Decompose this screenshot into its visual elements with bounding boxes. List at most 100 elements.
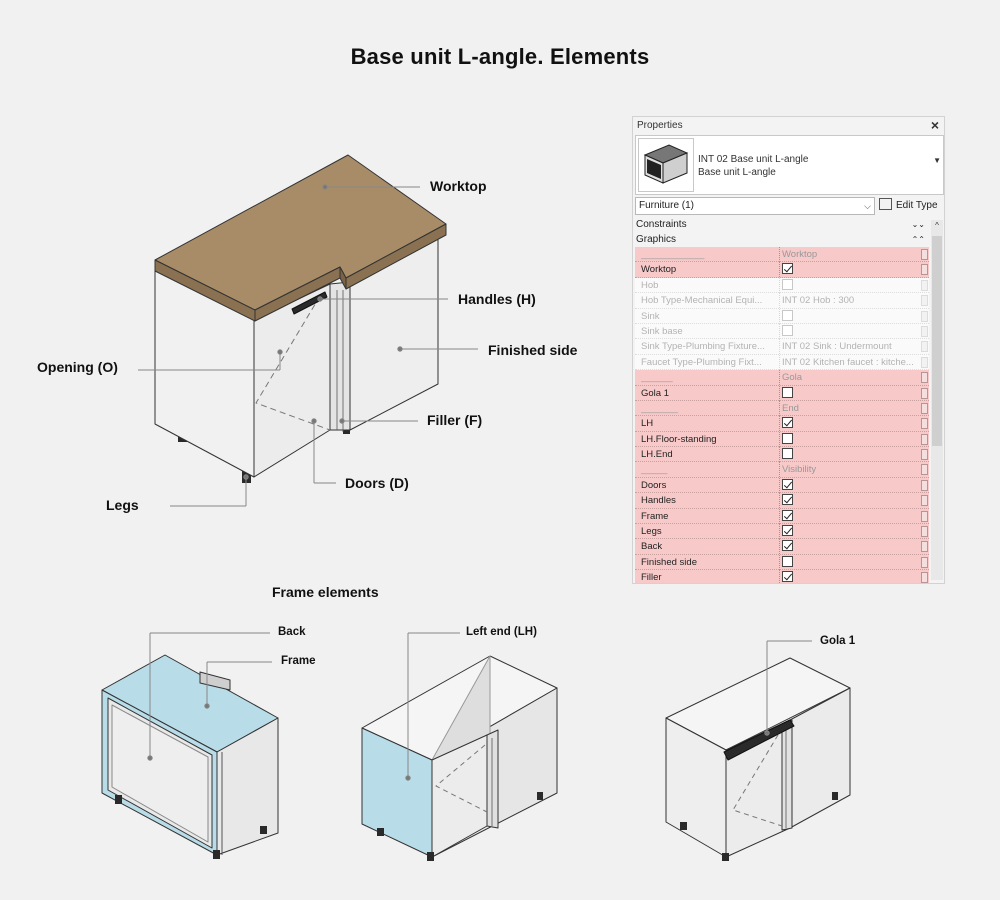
associate-parameter-button[interactable] (921, 526, 928, 538)
associate-parameter-button[interactable] (921, 541, 928, 553)
property-row[interactable]: Frame (635, 508, 929, 525)
associate-parameter-button[interactable] (921, 495, 928, 507)
associate-parameter-button[interactable] (921, 402, 928, 414)
associate-parameter-button[interactable] (921, 572, 928, 583)
property-row[interactable]: Legs (635, 524, 929, 540)
property-value[interactable] (779, 554, 919, 570)
property-group-row[interactable]: _______End (635, 400, 929, 417)
property-row[interactable]: Finished side (635, 554, 929, 571)
property-value[interactable] (779, 416, 919, 432)
property-checkbox[interactable] (782, 494, 793, 506)
property-value[interactable] (779, 477, 919, 493)
associate-parameter-button[interactable] (921, 341, 928, 353)
property-row[interactable]: Sink base (635, 323, 929, 340)
scrollbar-thumb[interactable] (932, 236, 942, 446)
property-checkbox[interactable] (782, 509, 793, 521)
property-checkbox[interactable] (782, 478, 793, 490)
associate-parameter-button[interactable] (921, 295, 928, 307)
property-checkbox[interactable] (782, 448, 793, 460)
edit-type-button[interactable]: Edit Type (879, 196, 943, 216)
category-graphics[interactable]: Graphics ⌃⌃ (635, 232, 927, 247)
property-value[interactable] (779, 570, 919, 583)
property-checkbox[interactable] (782, 417, 793, 429)
left-end-leaders (405, 632, 460, 781)
associate-parameter-button[interactable] (921, 372, 928, 384)
scroll-up-icon[interactable]: ^ (935, 221, 939, 230)
property-checkbox[interactable] (782, 555, 793, 567)
property-value[interactable] (779, 493, 919, 509)
property-value[interactable] (779, 277, 919, 293)
property-group-row[interactable]: ____________ Worktop (635, 247, 929, 263)
type-selector[interactable]: INT 02 Base unit L-angle Base unit L-ang… (635, 135, 944, 195)
property-row[interactable]: Sink Type-Plumbing Fixture...INT 02 Sink… (635, 339, 929, 355)
property-row[interactable]: Filler (635, 570, 929, 583)
close-icon[interactable]: × (930, 117, 940, 133)
property-value[interactable] (779, 539, 919, 555)
associate-parameter-button[interactable] (921, 264, 928, 276)
instance-filter-select[interactable]: Furniture (1) ⌵ (635, 197, 875, 215)
property-row[interactable]: Faucet Type-Plumbing Fixt...INT 02 Kitch… (635, 354, 929, 371)
associate-parameter-button[interactable] (921, 310, 928, 322)
associate-parameter-button[interactable] (921, 418, 928, 430)
property-checkbox[interactable] (782, 525, 793, 537)
property-value[interactable] (779, 508, 919, 524)
property-row[interactable]: Hob Type-Mechanical Equi...INT 02 Hob : … (635, 293, 929, 309)
category-constraints[interactable]: Constraints ⌄⌄ (635, 217, 927, 232)
property-checkbox[interactable] (782, 263, 793, 275)
associate-parameter-button[interactable] (921, 556, 928, 568)
associate-parameter-button[interactable] (921, 249, 928, 260)
property-name: ____________ (641, 249, 705, 260)
properties-header: Properties (637, 120, 683, 131)
property-value[interactable] (779, 431, 919, 447)
property-value[interactable] (779, 308, 919, 324)
property-value[interactable] (779, 385, 919, 401)
associate-parameter-button[interactable] (921, 279, 928, 291)
associate-parameter-button[interactable] (921, 433, 928, 445)
instance-filter-value: Furniture (1) (639, 200, 695, 211)
property-checkbox[interactable] (782, 309, 793, 321)
property-row[interactable]: LH.Floor-standing (635, 431, 929, 448)
type-thumbnail (638, 138, 694, 192)
property-checkbox[interactable] (782, 432, 793, 444)
property-checkbox[interactable] (782, 540, 793, 552)
associate-parameter-button[interactable] (921, 325, 928, 337)
associate-parameter-button[interactable] (921, 464, 928, 476)
properties-scrollbar[interactable]: ^ (931, 220, 943, 580)
property-row[interactable]: Doors (635, 477, 929, 494)
property-checkbox[interactable] (782, 324, 793, 336)
property-value[interactable] (779, 524, 919, 540)
label-opening: Opening (O) (37, 359, 118, 375)
property-checkbox[interactable] (782, 571, 793, 583)
associate-parameter-button[interactable] (921, 356, 928, 368)
dropdown-arrow-icon[interactable]: ▼ (933, 156, 941, 165)
associate-parameter-button[interactable] (921, 510, 928, 522)
property-name: _____ (641, 464, 668, 476)
property-row[interactable]: Hob (635, 277, 929, 294)
property-row[interactable]: Handles (635, 493, 929, 509)
property-checkbox[interactable] (782, 278, 793, 290)
main-leaders (138, 184, 478, 507)
label-frame: Frame (281, 655, 316, 667)
property-row[interactable]: Worktop (635, 262, 929, 278)
property-row[interactable]: Sink (635, 308, 929, 324)
property-row[interactable]: Back (635, 539, 929, 555)
property-name: Back (641, 541, 663, 553)
property-row[interactable]: Gola 1 (635, 385, 929, 401)
property-checkbox[interactable] (782, 386, 793, 398)
property-name: Worktop (641, 264, 677, 276)
property-row[interactable]: LH.End (635, 447, 929, 463)
property-value[interactable] (779, 323, 919, 339)
property-group-row[interactable]: _____Visibility (635, 462, 929, 478)
associate-parameter-button[interactable] (921, 449, 928, 461)
page-title: Base unit L-angle. Elements (350, 44, 650, 69)
label-gola1: Gola 1 (820, 635, 856, 647)
property-value[interactable] (779, 262, 919, 278)
associate-parameter-button[interactable] (921, 387, 928, 399)
associate-parameter-button[interactable] (921, 479, 928, 491)
label-doors: Doors (D) (345, 475, 409, 491)
property-value[interactable] (779, 447, 919, 463)
property-value-text: Worktop (782, 249, 818, 260)
property-value: INT 02 Kitchen faucet : kitche... (779, 354, 919, 370)
property-group-row[interactable]: ______Gola (635, 370, 929, 386)
property-row[interactable]: LH (635, 416, 929, 432)
